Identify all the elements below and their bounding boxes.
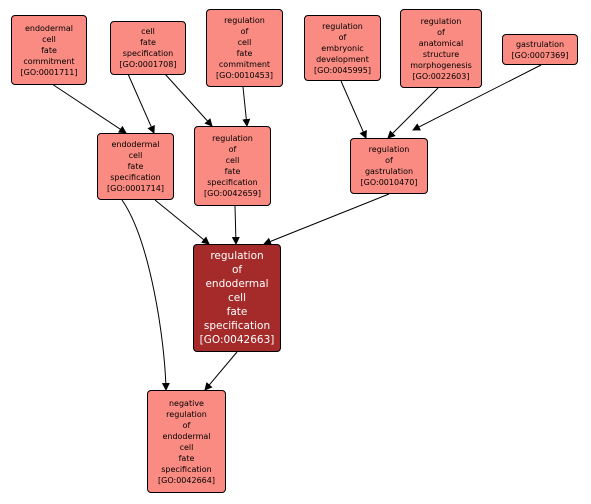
node-go-0042659[interactable]: regulation of cell fate specification [G…	[194, 126, 271, 206]
edge-1714-to-42664	[121, 199, 170, 391]
node-label: regulation of anatomical structure morph…	[410, 16, 472, 81]
node-label: gastrulation [GO:0007369]	[511, 39, 569, 60]
node-label: regulation of embryonic development [GO:…	[314, 21, 371, 75]
node-go-0001714[interactable]: endodermal cell fate specification [GO:0…	[97, 133, 174, 200]
edge-1714-to-42663	[154, 199, 210, 245]
edge-7369-to-10470	[412, 64, 542, 131]
edge-1708-to-1714	[127, 73, 155, 134]
edge-42663-to-42664	[204, 351, 238, 391]
node-label: endodermal cell fate commitment [GO:0001…	[20, 23, 78, 77]
edge-1711-to-1714	[51, 83, 127, 134]
edge-22603-to-10470	[387, 87, 439, 139]
node-label: regulation of cell fate commitment [GO:0…	[216, 16, 273, 80]
node-go-0001711[interactable]: endodermal cell fate commitment [GO:0001…	[11, 15, 87, 85]
node-go-0001708[interactable]: cell fate specification [GO:0001708]	[110, 21, 186, 75]
node-go-0022603[interactable]: regulation of anatomical structure morph…	[400, 9, 482, 88]
node-go-0010453[interactable]: regulation of cell fate commitment [GO:0…	[206, 9, 283, 87]
node-label: cell fate specification [GO:0001708]	[119, 27, 177, 69]
node-label: endodermal cell fate specification [GO:0…	[107, 140, 164, 193]
node-go-0045995[interactable]: regulation of embryonic development [GO:…	[304, 15, 381, 81]
edge-42659-to-42663	[231, 205, 240, 245]
edge-10470-to-42663	[263, 193, 390, 246]
node-label: regulation of cell fate specification [G…	[204, 134, 261, 198]
edge-10453-to-42659	[242, 86, 251, 127]
node-label: negative regulation of endodermal cell f…	[158, 398, 215, 485]
node-label: regulation of gastrulation [GO:0010470]	[360, 145, 418, 187]
node-go-0010470[interactable]: regulation of gastrulation [GO:0010470]	[350, 138, 428, 194]
node-go-0042664[interactable]: negative regulation of endodermal cell f…	[147, 390, 226, 493]
node-go-0042663[interactable]: regulation of endodermal cell fate speci…	[193, 244, 281, 352]
edge-45995-to-10470	[340, 80, 367, 139]
edge-1708-to-42659	[164, 73, 213, 127]
node-label: regulation of endodermal cell fate speci…	[199, 250, 275, 346]
node-go-0007369[interactable]: gastrulation [GO:0007369]	[502, 34, 578, 65]
